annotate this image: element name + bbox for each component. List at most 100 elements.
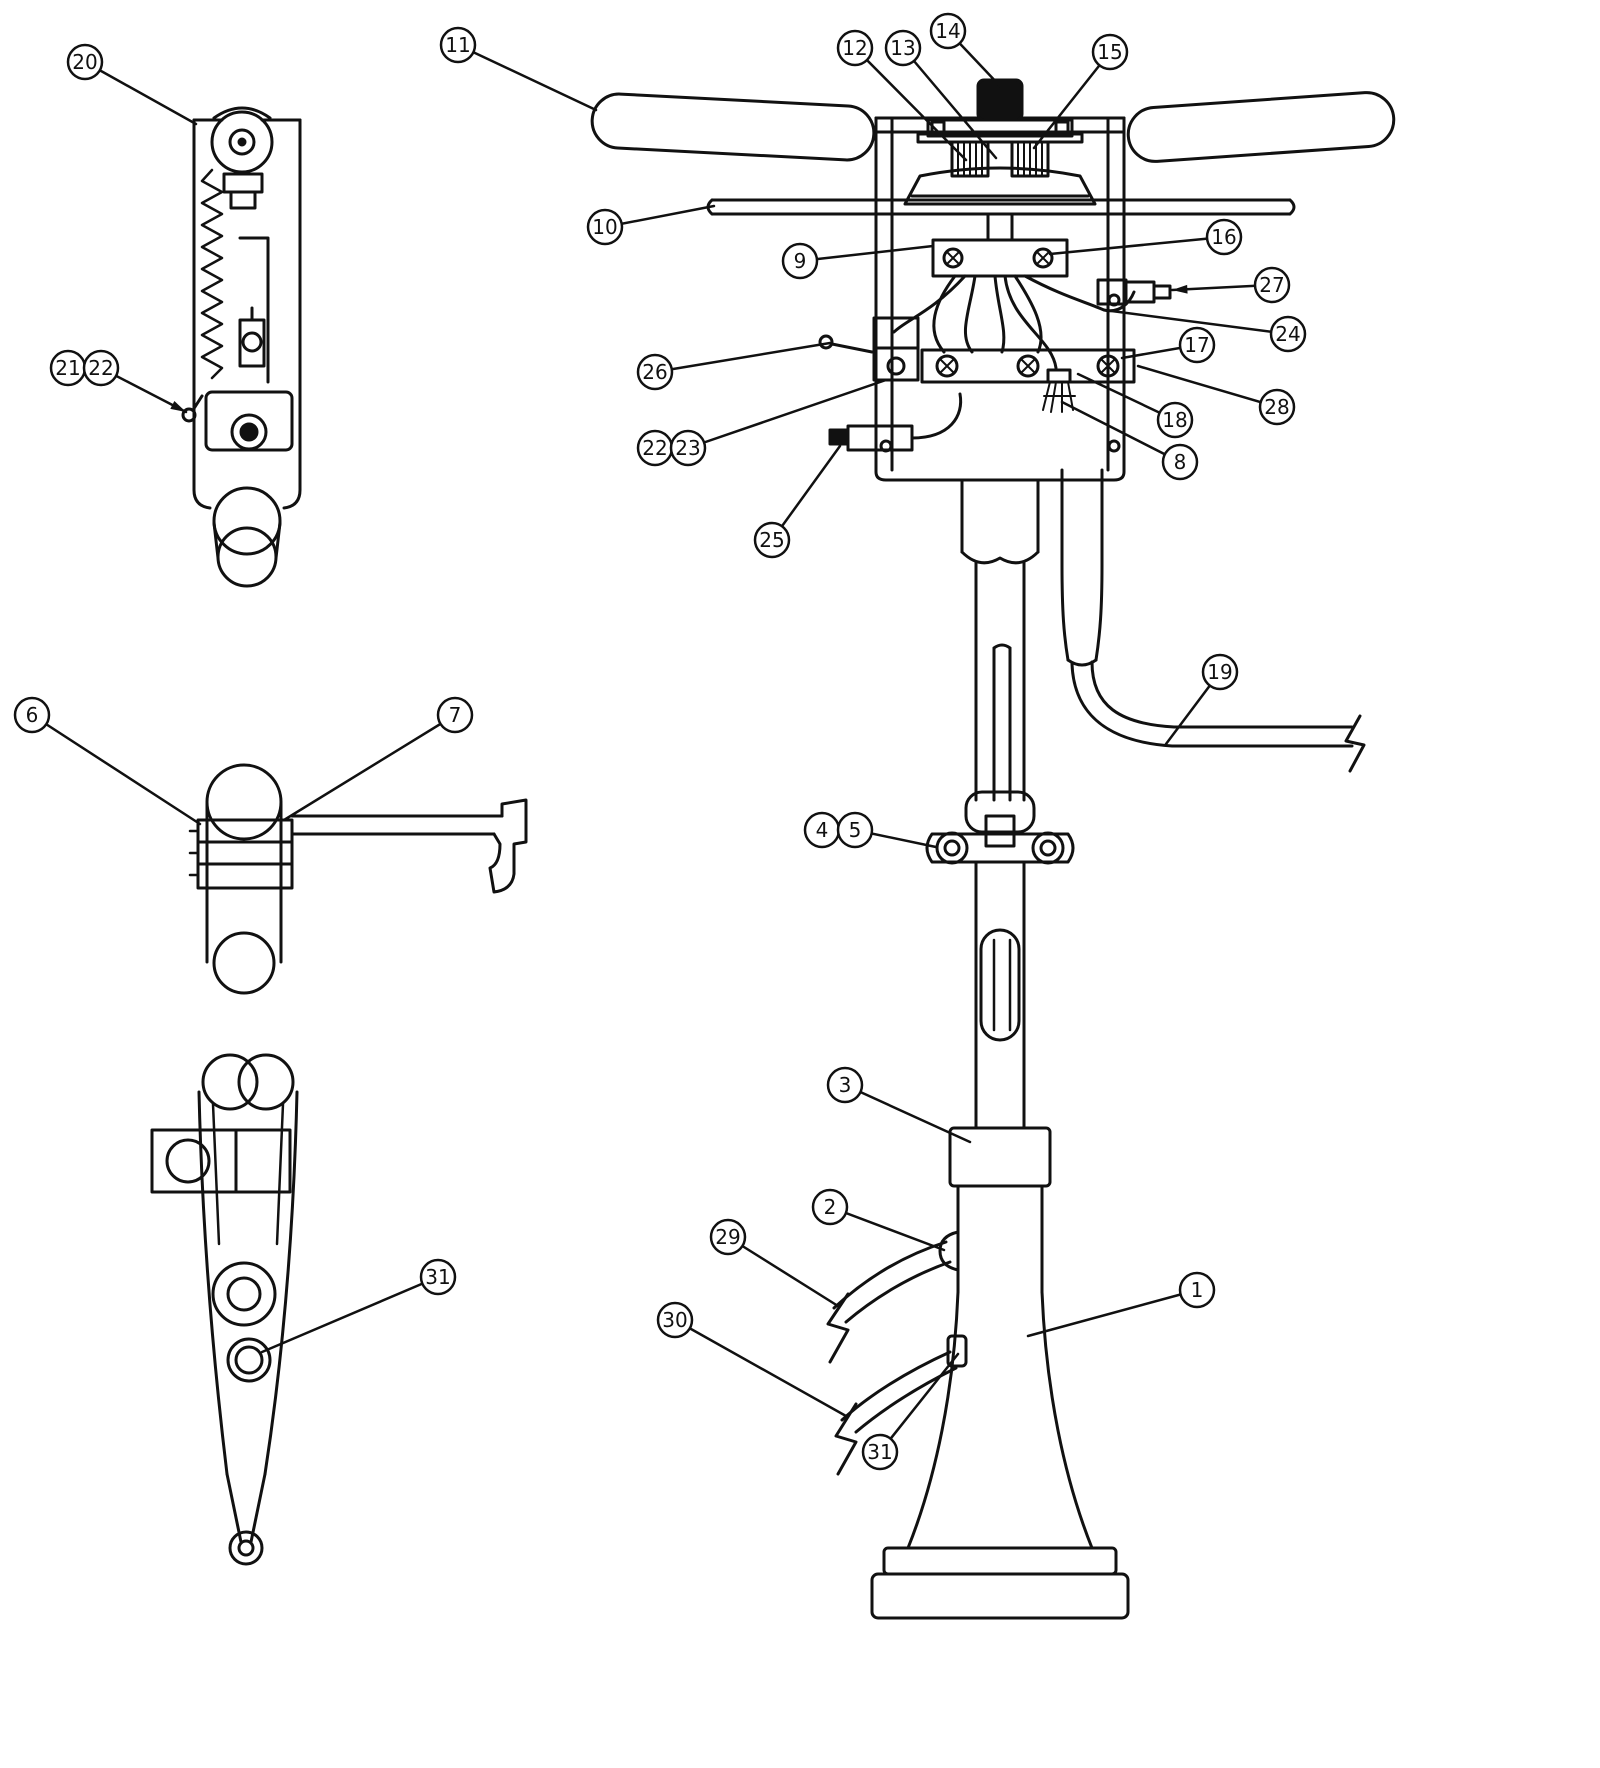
callout-circle-19 bbox=[1201, 653, 1239, 691]
arm-hook bbox=[488, 798, 528, 894]
tip-ring-outer bbox=[228, 1530, 264, 1566]
callout-2: 2 bbox=[811, 1188, 946, 1252]
callout-30: 30 bbox=[656, 1301, 848, 1418]
housing-left-plate bbox=[874, 116, 894, 472]
callout-14: 14 bbox=[929, 12, 1002, 88]
callout-leader-15 bbox=[1032, 50, 1112, 150]
tiller-assembly bbox=[590, 78, 1396, 1620]
lever-arm bbox=[830, 342, 874, 354]
callout-leader-11 bbox=[456, 43, 598, 112]
base-plate-lower bbox=[870, 1572, 1130, 1620]
tube-left-wall bbox=[197, 1090, 229, 1476]
callout-number-29: 29 bbox=[715, 1225, 740, 1249]
callout-circle-15 bbox=[1091, 33, 1129, 71]
handle-grip-left bbox=[590, 92, 876, 162]
tube-section-upper bbox=[212, 486, 282, 556]
pedestal-flare-left bbox=[906, 1290, 960, 1550]
lower-hole-outer bbox=[226, 1337, 272, 1383]
callout-number-26: 26 bbox=[642, 360, 667, 384]
callout-number-13: 13 bbox=[890, 36, 915, 60]
tube-taper bbox=[225, 1472, 267, 1544]
tip-ring-inner bbox=[237, 1539, 255, 1557]
callout-number-8: 8 bbox=[1174, 450, 1187, 474]
callout-circle-5 bbox=[836, 811, 874, 849]
callout-number-30: 30 bbox=[662, 1308, 687, 1332]
callout-circle-16 bbox=[1205, 218, 1243, 256]
tension-knob-center bbox=[237, 137, 247, 147]
callout-29: 29 bbox=[709, 1218, 840, 1308]
connector-body bbox=[1096, 278, 1128, 306]
tube-right-wall bbox=[263, 1090, 299, 1476]
callout-circle-25 bbox=[753, 521, 791, 559]
callout-leader-29 bbox=[726, 1235, 840, 1308]
hose-lower bbox=[834, 1350, 958, 1476]
callout-circle-31 bbox=[861, 1433, 899, 1471]
callout-number-21: 21 bbox=[55, 356, 80, 380]
callout-11: 11 bbox=[439, 26, 598, 112]
callout-15: 15 bbox=[1032, 33, 1129, 150]
callout-circle-11 bbox=[439, 26, 477, 64]
stem bbox=[986, 212, 1014, 242]
housing-bottom-plate bbox=[874, 453, 1126, 482]
callout-10: 10 bbox=[586, 204, 716, 246]
fitting-upper bbox=[938, 1230, 960, 1272]
callout-number-5: 5 bbox=[849, 818, 862, 842]
lever-ball bbox=[818, 334, 834, 350]
connector-nub bbox=[1152, 284, 1172, 300]
callout-circle-7 bbox=[436, 696, 474, 734]
clamp-bolt-left-outer bbox=[935, 831, 969, 865]
callout-22: 22 bbox=[82, 349, 188, 414]
callout-leader-30 bbox=[673, 1318, 848, 1418]
callout-circle-30 bbox=[656, 1301, 694, 1339]
lower-block-bolt-head bbox=[239, 422, 259, 442]
grounding-wire bbox=[910, 392, 963, 440]
handle-grip-right bbox=[1126, 91, 1396, 163]
control-housing bbox=[706, 78, 1296, 482]
callout-number-28: 28 bbox=[1264, 395, 1289, 419]
callout-leader-2 bbox=[828, 1205, 946, 1252]
mount-plate bbox=[926, 118, 1074, 138]
lower-tube bbox=[956, 1184, 1044, 1294]
callout-leader-3 bbox=[843, 1083, 972, 1144]
bracket-left-rail bbox=[192, 118, 212, 510]
callout-leader-28 bbox=[1136, 364, 1279, 409]
cross-rod bbox=[706, 198, 1296, 216]
knob-cap bbox=[212, 106, 272, 120]
callout-number-24: 24 bbox=[1275, 322, 1300, 346]
callout-leader-12 bbox=[853, 46, 968, 162]
clamp-bolt-left-inner bbox=[943, 839, 961, 857]
callout-number-17: 17 bbox=[1184, 333, 1209, 357]
brush-bristles bbox=[1042, 381, 1076, 413]
inner-rod bbox=[238, 236, 270, 384]
bell-mouth bbox=[903, 166, 1097, 206]
pedestal-flare-right bbox=[1040, 1290, 1094, 1550]
cable-break-symbol bbox=[1344, 714, 1366, 773]
callout-number-9: 9 bbox=[794, 249, 807, 273]
callout-leader-25 bbox=[770, 444, 842, 542]
latch-hook-arm bbox=[191, 394, 204, 412]
spring bbox=[200, 168, 224, 380]
tube-section-lower bbox=[216, 526, 278, 588]
mid-tube-slot bbox=[979, 928, 1021, 1042]
tension-knob-inner bbox=[228, 128, 256, 156]
callout-circle-17 bbox=[1178, 326, 1216, 364]
callout-arrowhead-22 bbox=[170, 401, 186, 412]
callout-leader-10 bbox=[603, 204, 716, 229]
callout-22: 22 bbox=[636, 429, 674, 467]
callout-18: 18 bbox=[1076, 372, 1194, 439]
callout-1: 1 bbox=[1026, 1271, 1216, 1338]
callout-number-18: 18 bbox=[1162, 408, 1187, 432]
callout-number-27: 27 bbox=[1259, 273, 1284, 297]
base-plate-upper bbox=[882, 1546, 1118, 1576]
terminal-screw-2 bbox=[1016, 354, 1040, 378]
cable-run-lower bbox=[1070, 662, 1354, 748]
upper-sleeve bbox=[960, 478, 1040, 554]
callout-number-4: 4 bbox=[816, 818, 829, 842]
hose-lower-break-symbol bbox=[834, 1402, 858, 1476]
grounding-bolt bbox=[828, 428, 850, 446]
clamp-bolt-right-outer bbox=[1031, 831, 1065, 865]
throttle-cable bbox=[1060, 468, 1366, 773]
callout-number-25: 25 bbox=[759, 528, 784, 552]
callout-number-7: 7 bbox=[449, 703, 462, 727]
tube-bottom bbox=[212, 931, 276, 995]
